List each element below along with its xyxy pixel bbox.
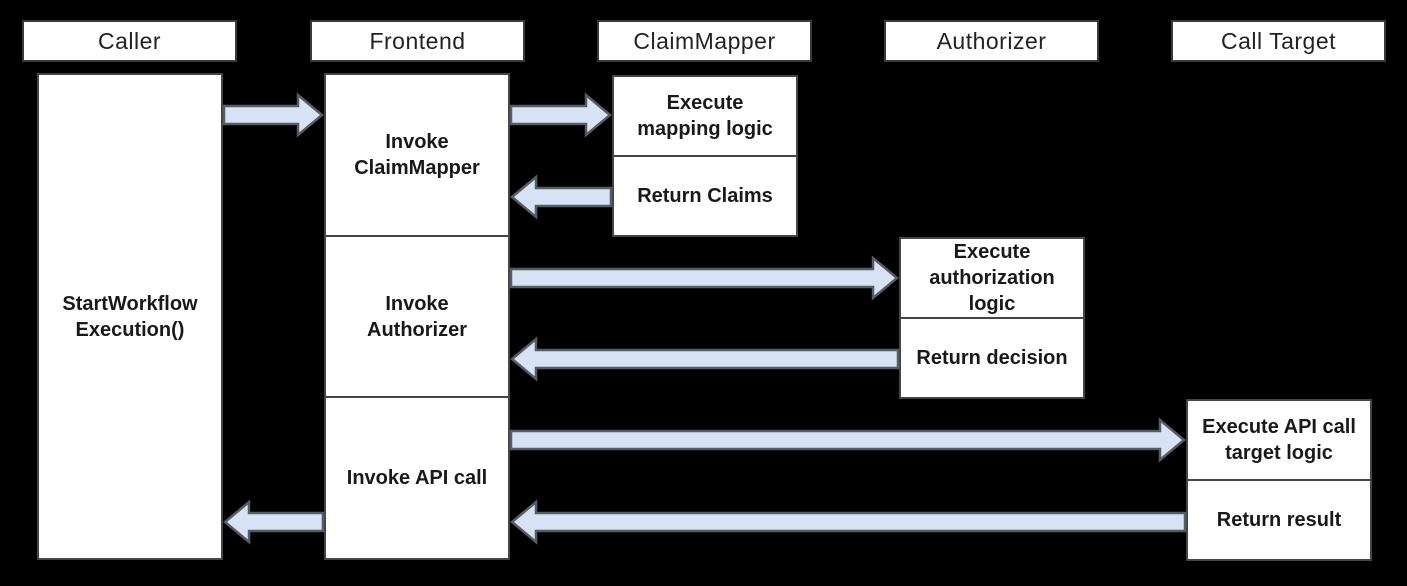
lane-label: Call Target (1220, 27, 1337, 54)
calltarget-execute-label: Execute API call target logic (1202, 416, 1356, 464)
caller-activity-box: StartWorkflow Execution() (37, 73, 223, 560)
calltarget-return-label: Return result (1216, 509, 1342, 531)
arrow-frontend-to-caller (223, 499, 325, 545)
lane-header-claimmapper: ClaimMapper (597, 20, 812, 62)
lane-header-calltarget: Call Target (1171, 20, 1386, 62)
claimmapper-execute-label: Execute mapping logic (637, 92, 773, 140)
frontend-step-invoke-authorizer: Invoke Authorizer (367, 292, 467, 341)
calltarget-divider (1188, 479, 1370, 481)
lane-label: Frontend (369, 27, 466, 54)
frontend-step-invoke-claimmapper: Invoke ClaimMapper (354, 130, 480, 179)
arrow-frontend-to-claimmapper (509, 92, 612, 138)
frontend-divider-1 (326, 234, 508, 237)
arrow-frontend-to-authorizer (509, 255, 899, 301)
lane-label: Caller (97, 27, 162, 54)
arrow-frontend-to-calltarget (509, 417, 1186, 463)
arrow-calltarget-to-frontend (510, 499, 1187, 545)
claimmapper-activity-box: Execute mapping logic Return Claims (612, 75, 798, 237)
lane-label: Authorizer (936, 27, 1047, 54)
frontend-step-invoke-api-call: Invoke API call (346, 467, 488, 490)
frontend-divider-2 (326, 396, 508, 399)
arrow-caller-to-frontend (222, 92, 324, 138)
authorizer-return-label: Return decision (916, 347, 1068, 369)
claimmapper-divider (614, 155, 796, 157)
arrow-authorizer-to-frontend (510, 336, 900, 382)
authorizer-divider (901, 317, 1083, 319)
authorizer-activity-box: Execute authorization logic Return decis… (899, 237, 1085, 399)
caller-activity-label: StartWorkflow Execution() (62, 292, 198, 341)
lane-label: ClaimMapper (633, 27, 776, 54)
claimmapper-return-label: Return Claims (637, 185, 773, 207)
arrow-claimmapper-to-frontend (510, 174, 613, 220)
authorizer-execute-label: Execute authorization logic (929, 241, 1055, 315)
lane-header-frontend: Frontend (310, 20, 525, 62)
lane-header-authorizer: Authorizer (884, 20, 1099, 62)
calltarget-activity-box: Execute API call target logic Return res… (1186, 399, 1372, 561)
frontend-activity-box: Invoke ClaimMapper Invoke Authorizer Inv… (324, 73, 510, 560)
lane-header-caller: Caller (22, 20, 237, 62)
